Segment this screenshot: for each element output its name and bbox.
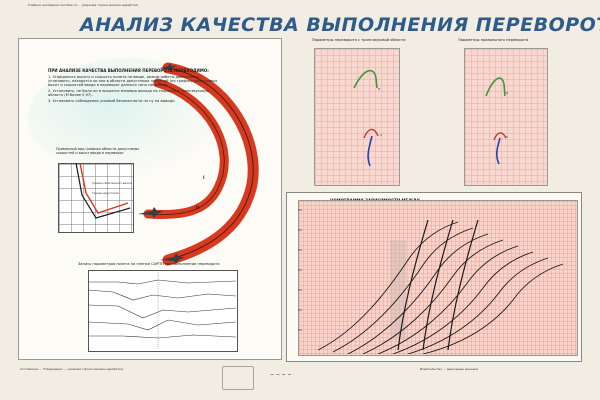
chart-correct-grid [464,48,548,186]
left-chart-title: Примерный вид графика области допустимых… [56,147,140,155]
left-chart-boundary-black [75,163,131,219]
instruction-item: 1. Определить высоту и скорость полета н… [48,75,218,88]
nomogram-curves [298,209,564,354]
correct-label-h: H [506,92,509,95]
record-trace [88,304,236,319]
record-trace [88,279,236,285]
record-trace [88,319,236,331]
footer-left-text: Составлено ... Утверждено ... (нижняя ст… [20,368,123,371]
record-panel [88,270,238,352]
nomogram-left-axis-ticks [298,209,302,331]
transonic-curve-red [363,128,379,139]
correct-label-v: V [506,136,509,139]
left-chart-legend-2: Граница допустимой ... [92,192,122,195]
aircraft-icon [138,63,185,264]
transonic-label-h: H [378,88,381,91]
maneuver-illustration [28,58,259,266]
instruction-item: 2. Установить, не было ли в процессе ман… [48,89,210,98]
record-trace [88,334,236,339]
transonic-label-v: V [380,134,383,137]
maneuver-path-1-outline [167,67,254,261]
record-panel-title: Запись параметров полета на пленке САРПП… [78,262,220,266]
chart-correct-title: Параметры правильного переворота [458,38,529,42]
nomogram-hatched-band [390,240,406,340]
correct-curve-green [485,77,506,97]
footer-right-text: Издательство ... (выходные данные) [420,368,479,371]
left-chart-grid [58,163,134,233]
footer-stamp [222,366,254,390]
correct-curve-blue [495,137,501,165]
instruction-item: 3. Установить соблюдение условий безопас… [48,99,176,104]
correct-curve-red [493,132,507,141]
chart-transonic-grid [314,48,400,186]
transonic-curve-green [353,69,378,89]
instructions-block: ПРИ АНАЛИЗЕ КАЧЕСТВА ВЫПОЛНЕНИЯ ПЕРЕВОРО… [48,68,218,123]
chart-transonic-curves [353,69,379,167]
maneuver-path-2-outline [147,82,225,215]
nomogram-steep-lines [397,219,479,351]
record-trace [88,289,236,301]
transonic-curve-blue [367,135,373,167]
nomogram-grid [298,200,578,356]
chart-correct-curves [485,77,507,165]
record-panel-traces [88,270,236,350]
chart-transonic-title: Параметры переворота с трансзвуковой обл… [312,38,406,42]
maneuver-label-1: I [203,175,205,180]
instructions-heading: ПРИ АНАЛИЗЕ КАЧЕСТВА ВЫПОЛНЕНИЯ ПЕРЕВОРО… [48,68,209,73]
nomogram-curve-set [317,221,564,354]
header-top-text: Учебное наглядное пособие по ... (верхня… [28,4,139,7]
left-chart-curves [75,163,131,219]
left-chart-boundary-red [79,163,129,214]
maneuver-label-2: II [196,205,199,210]
page-title: АНАЛИЗ КАЧЕСТВА ВЫПОЛНЕНИЯ ПЕРЕВОРОТА [80,14,600,36]
handwritten-signature: ~ ~ ~ ~ [270,372,292,378]
left-chart-legend-1: Граница обязательного выполнения ... [92,182,132,185]
